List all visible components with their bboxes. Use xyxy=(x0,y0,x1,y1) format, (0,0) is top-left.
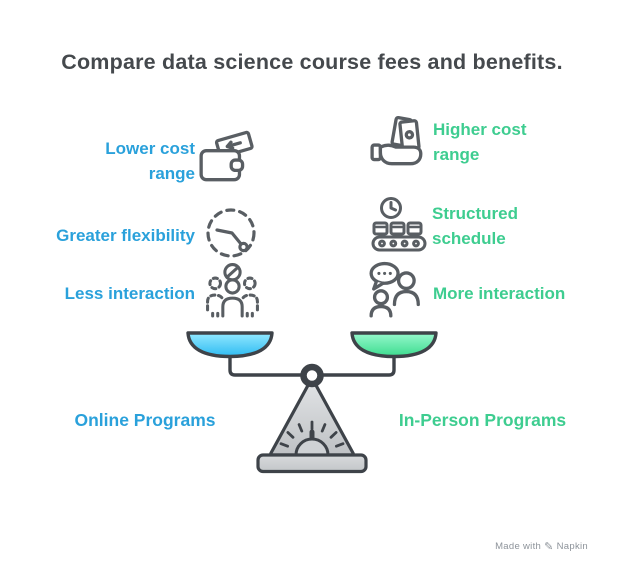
schedule-conveyor-icon xyxy=(371,197,427,258)
balance-scale xyxy=(170,325,460,480)
scale-base xyxy=(256,453,368,474)
scale-pivot xyxy=(300,363,324,388)
program-label-inperson: In-Person Programs xyxy=(398,410,567,430)
money-in-hand-icon xyxy=(369,114,427,177)
napkin-logo-icon: ✎ xyxy=(544,541,554,553)
feature-label-less-interaction: Less interaction xyxy=(64,284,195,303)
scale-gauge xyxy=(279,420,345,448)
watermark: Made with ✎ Napkin xyxy=(495,540,588,553)
people-chat-icon xyxy=(367,261,425,324)
wallet-money-icon xyxy=(197,130,255,193)
scale-pan-left xyxy=(186,331,274,359)
feature-label-structured: Structured schedule xyxy=(432,204,518,248)
watermark-brand: Napkin xyxy=(556,541,588,552)
flexible-clock-icon xyxy=(203,205,259,266)
scale-pan-right xyxy=(350,331,438,359)
page-title: Compare data science course fees and ben… xyxy=(61,50,563,74)
program-label-online: Online Programs xyxy=(74,410,216,430)
less-people-icon xyxy=(204,262,261,324)
feature-label-flexibility: Greater flexibility xyxy=(56,226,195,245)
watermark-made-with: Made with xyxy=(495,541,542,552)
feature-label-lower-cost: Lower cost range xyxy=(105,139,195,183)
feature-label-higher-cost: Higher cost range xyxy=(433,120,527,164)
feature-label-more-interaction: More interaction xyxy=(433,284,566,303)
